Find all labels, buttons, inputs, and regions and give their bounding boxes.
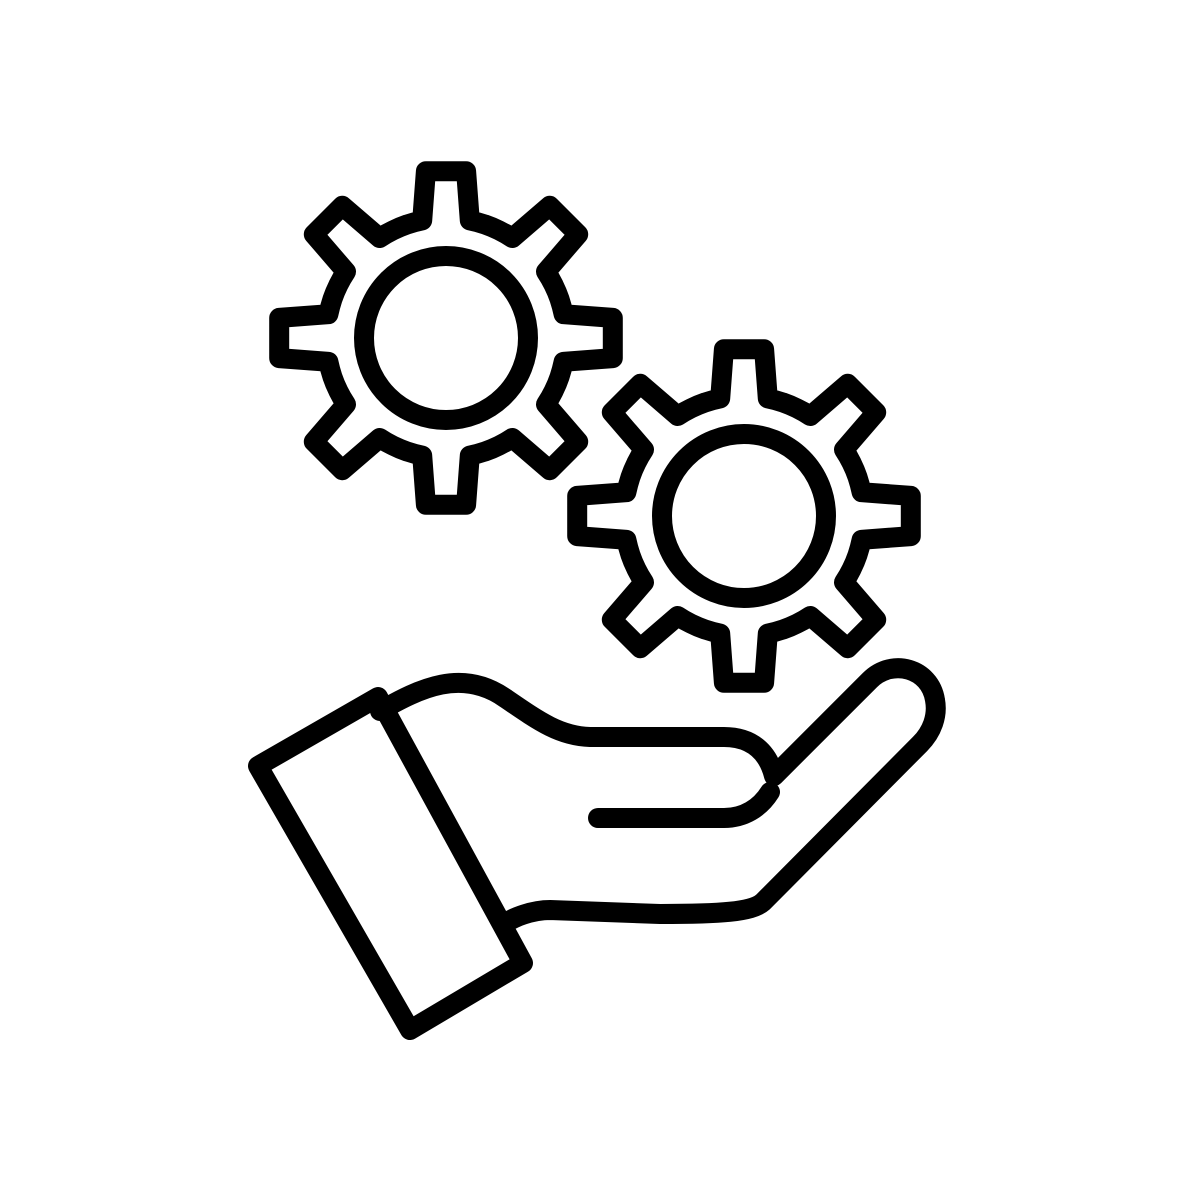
gear-icon (269, 161, 623, 515)
thumb-line (588, 782, 780, 828)
gear-outline (567, 339, 921, 693)
gear-hub (652, 424, 836, 608)
gear-outline (269, 161, 623, 515)
palm-outline (370, 658, 946, 932)
open-hand-icon (248, 658, 946, 1040)
sleeve-cuff (248, 687, 533, 1040)
gear-hub (354, 246, 538, 430)
gear-icon (567, 339, 921, 693)
